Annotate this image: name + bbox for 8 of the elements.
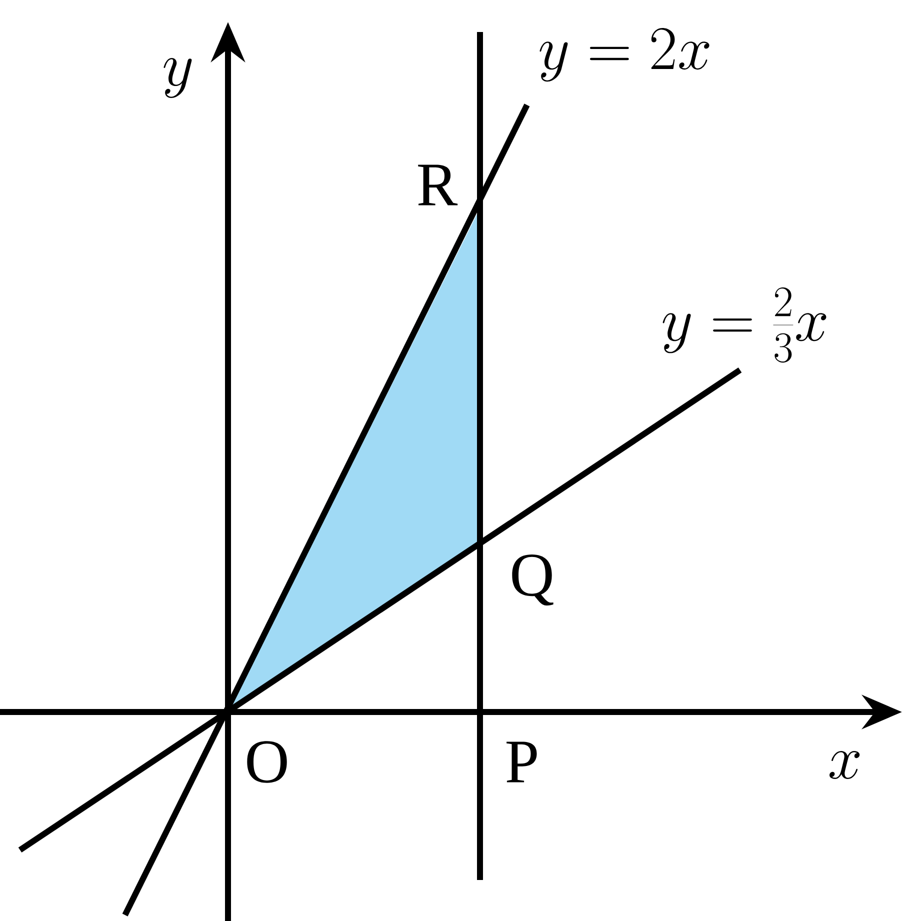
point-label: O (247, 741, 287, 783)
point-label: Q (512, 554, 554, 606)
point-label: R (418, 164, 458, 206)
equation-label: $y=\frac{2}{3}x$ (662, 287, 826, 363)
axis-label: $x$ (830, 751, 860, 779)
equation-label: $y=2x$ (540, 28, 710, 82)
axis-label: $y$ (164, 58, 192, 98)
point-label: P (506, 742, 537, 782)
